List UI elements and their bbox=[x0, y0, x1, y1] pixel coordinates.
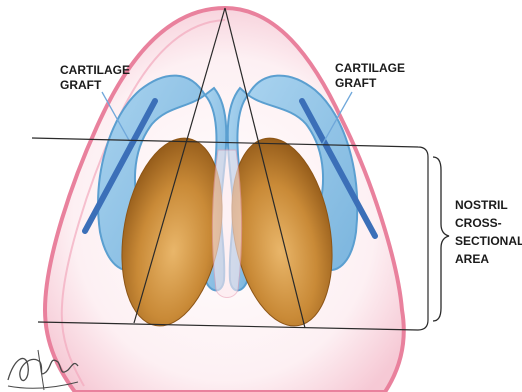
nostril-area-label-line1: NOSTRIL bbox=[455, 196, 522, 214]
nostril-area-label: NOSTRIL CROSS- SECTIONAL AREA bbox=[455, 196, 522, 268]
left-graft-label-line2: GRAFT bbox=[60, 78, 130, 93]
nostril-area-label-line3: SECTIONAL bbox=[455, 232, 522, 250]
right-graft-label-line2: GRAFT bbox=[335, 76, 405, 91]
right-graft-label-line1: CARTILAGE bbox=[335, 61, 405, 76]
nostril-area-label-line4: AREA bbox=[455, 250, 522, 268]
area-brace bbox=[433, 157, 449, 321]
columella bbox=[212, 150, 241, 298]
left-graft-label: CARTILAGE GRAFT bbox=[60, 63, 130, 93]
nostril-area-label-line2: CROSS- bbox=[455, 214, 522, 232]
right-graft-label: CARTILAGE GRAFT bbox=[335, 61, 405, 91]
left-graft-label-line1: CARTILAGE bbox=[60, 63, 130, 78]
